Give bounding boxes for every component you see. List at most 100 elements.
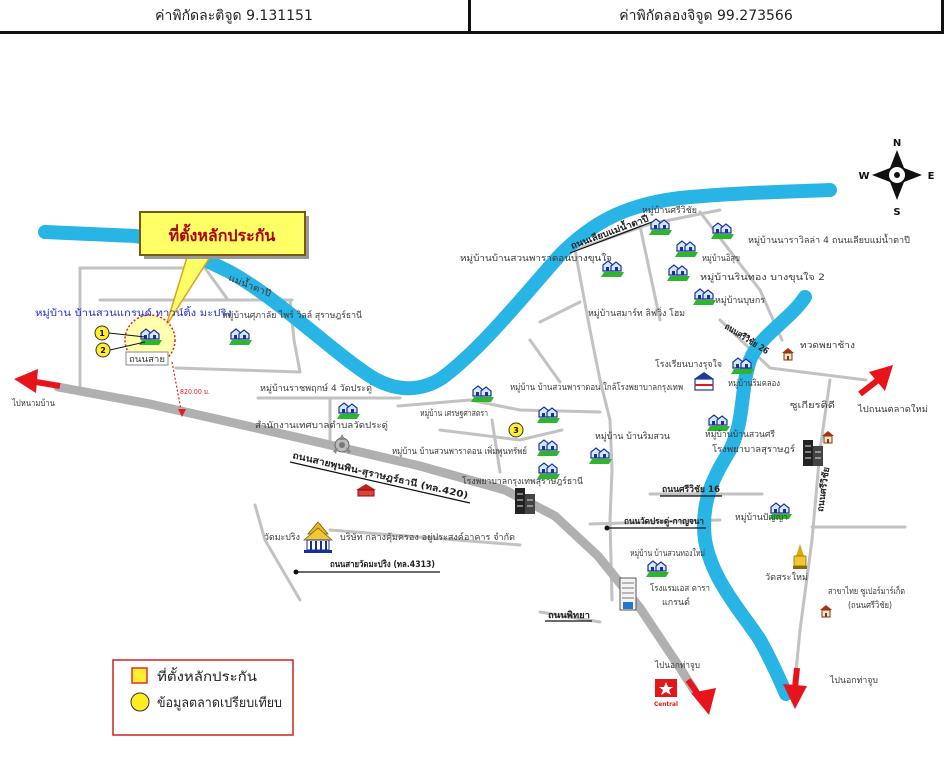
royal-emblem-icon: [333, 434, 351, 454]
label-village-hotel: หมู่บ้าน บ้านสวนทองใหม่: [630, 548, 705, 559]
post-office-icon: [694, 372, 714, 391]
compass-south: S: [893, 207, 900, 218]
label-suansri: หมู่บ้านบ้านสวนศรี: [705, 429, 775, 440]
label-punya: หมู่บ้านปัญญา: [735, 512, 788, 523]
river-branch: [697, 290, 812, 701]
label-paradon-top: หมู่บ้านบ้านสวนพาราดอนบางขุนใจ: [460, 253, 612, 264]
svg-text:3: 3: [513, 426, 519, 435]
road: [794, 378, 832, 674]
label-ratchaphruek: หมู่บ้านราชพฤกษ์ 4 วัดประดู่: [260, 382, 372, 394]
callout-label: ที่ตั้งหลักประกัน: [169, 223, 276, 245]
label-hotel-line1: โรงแรมเอส ดารา: [650, 583, 710, 594]
label-rimklong: หมู่บ้านริมคลอง: [728, 378, 780, 389]
label-road-4313: ถนนสายวัดมะปริง (ทล.4313): [330, 559, 435, 570]
hospital-building-icon: [515, 488, 535, 514]
label-isuk: หมู่บ้านอิสุข: [702, 253, 740, 264]
compass-rose-icon: N S W E: [858, 138, 934, 218]
compass-west: W: [858, 171, 869, 182]
label-wat-sramai: วัดสระใหม่: [765, 572, 808, 583]
svg-text:1: 1: [99, 329, 105, 338]
label-rinthong: หมู่บ้านรินทอง บางขุนใจ 2: [700, 272, 825, 283]
distance-line: [171, 361, 183, 416]
road-dot: [604, 525, 610, 531]
hotel-building-icon: [619, 577, 637, 611]
label-soi16: ถนนศรีวิชัย 16: [662, 484, 720, 495]
arrow-south-highway: [685, 678, 716, 715]
arrow-northeast: [858, 365, 893, 397]
distance-label: 820.00 ม.: [180, 388, 210, 396]
label-youdee: ซูเกียรติดี: [790, 400, 835, 411]
road: [490, 418, 502, 474]
house-icon: [645, 560, 669, 578]
road-label-lines: [289, 221, 722, 622]
local-road-label: ถนนสาย: [129, 355, 165, 365]
arrow-south-river: [783, 667, 807, 709]
label-smart: หมู่บ้านสมาร์ท ลิฟวิ่ง โฮม: [588, 306, 685, 319]
house-icon: [588, 447, 612, 465]
label-surat-hospital: โรงพยาบาลสุราษฎร์: [712, 443, 795, 455]
house-icon: [710, 222, 734, 240]
label-sriwichai-village: หมู่บ้านศรีวิชัย: [642, 205, 697, 216]
comparable-marker-2: 2: [95, 342, 111, 358]
road: [328, 528, 522, 547]
house-icon: [674, 240, 698, 258]
label-school: โรงเรียนบางรุจใจ: [655, 359, 722, 370]
legend-collateral-swatch: [131, 667, 148, 684]
road-network: [78, 208, 907, 674]
label-nara: หมู่บ้านนาราวิลล่า 4 ถนนเลียบแม่น้ำตาปี: [748, 233, 910, 246]
house-icon: [470, 385, 494, 403]
road: [573, 248, 614, 602]
road-dot: [293, 569, 299, 575]
label-municipality: สำนักงานเทศบาลตำบลวัดประดู่: [255, 420, 388, 431]
legend-collateral-label: ที่ตั้งหลักประกัน: [157, 667, 257, 685]
latitude-cell: ค่าพิกัดละติจูด 9.131151: [0, 0, 471, 31]
label-to-market: ไปถนนตลาดใหม่: [857, 404, 928, 415]
label-road-watpradu: ถนนวัดประดู่-กาญจนา: [624, 516, 704, 527]
house-icon: [666, 264, 690, 282]
svg-text:2: 2: [100, 346, 106, 355]
label-bkk-hospital: โรงพยาบาลกรุงเทพสุราษฎร์ธานี: [462, 475, 583, 487]
longitude-cell: ค่าพิกัดลองจิจูด 99.273566: [471, 0, 944, 31]
label-wat-maprang: วัดมะปริง: [264, 532, 300, 543]
road: [528, 338, 562, 384]
road: [174, 366, 302, 374]
label-suan-mid: หมู่บ้าน บ้านสวนพาราดอน ใกล้โรงพยาบาลกรุ…: [510, 382, 683, 393]
road: [396, 398, 602, 414]
road: [638, 224, 662, 322]
compass-north: N: [893, 138, 901, 149]
central-logo: Central: [654, 679, 678, 708]
comparable-marker-3: 3: [508, 422, 524, 438]
label-supalai: หมู่บ้านศุภาลัย ไพร์ วิลล์ สุราษฎร์ธานี: [222, 309, 362, 321]
temple-icon: [302, 521, 334, 553]
label-river-tapi: แม่น้ำตาปี: [227, 271, 274, 300]
road: [78, 266, 230, 302]
label-company: บริษัท กลางคุ้มครอง อยู่ประสงค์อาคาร จำก…: [340, 531, 515, 543]
arrow-west: [14, 369, 61, 393]
tapi-river: [38, 183, 837, 396]
road: [253, 503, 302, 602]
label-thuat: ทวดพยาช้าง: [800, 340, 855, 351]
label-supermarket-line2: (ถนนศรีวิชัย): [848, 600, 892, 611]
label-suan-lower: หมู่บ้าน บ้านสวนพาราดอน เพิ่มพูนทรัพย์: [392, 444, 527, 457]
label-supermarket-line1: สาขาไทย ซูเปอร์มาร์เก็ต: [828, 584, 905, 597]
legend-comparable-swatch: [130, 692, 150, 712]
legend-comparable-label: ข้อมูลตลาดเปรียบเทียบ: [157, 695, 282, 711]
label-village-left: หมู่บ้าน บ้านสวนแกรนด์ ทาวน์ติ้ง มะปริง: [35, 306, 232, 319]
building-red-icon: [356, 484, 376, 497]
comparable-marker-1: 1: [94, 325, 110, 341]
collateral-callout: ที่ตั้งหลักประกัน: [139, 211, 309, 327]
supermarket-icon: [819, 604, 833, 618]
road: [438, 428, 564, 442]
pagoda-icon: [793, 544, 807, 569]
house-icon: [228, 328, 252, 346]
road: [538, 300, 582, 324]
legend: ที่ตั้งหลักประกัน ข้อมูลตลาดเปรียบเทียบ: [112, 659, 294, 736]
label-hotel-line2: แกรนด์: [662, 596, 690, 608]
house-icon: [692, 288, 716, 306]
label-bussakorn: หมู่บ้านบุษกร: [715, 295, 765, 306]
road: [538, 610, 602, 624]
label-to-left: ไปหนามบ้าน: [11, 398, 55, 409]
house-icon: [706, 414, 730, 432]
shrine-icon: [781, 347, 795, 361]
